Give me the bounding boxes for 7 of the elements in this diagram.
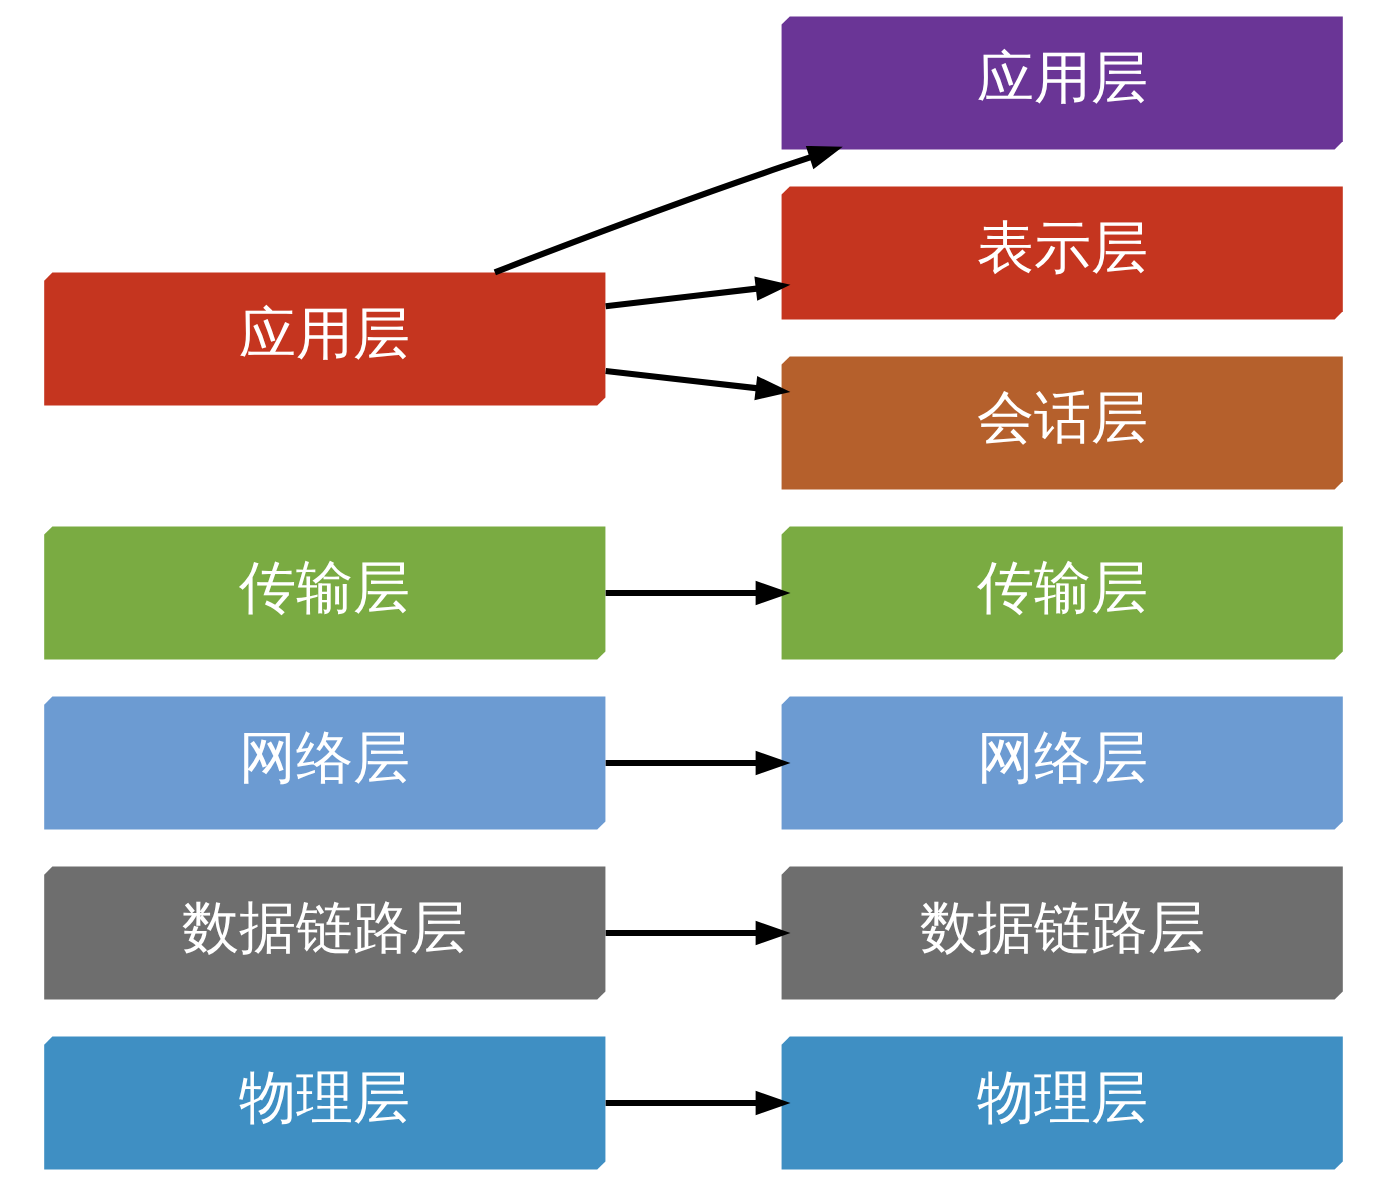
arrow — [605, 580, 790, 606]
arrow — [604, 367, 790, 401]
arrow — [493, 146, 843, 276]
arrow — [605, 1090, 791, 1116]
arrow — [604, 276, 790, 310]
arrow — [605, 920, 791, 946]
arrow — [605, 750, 791, 776]
